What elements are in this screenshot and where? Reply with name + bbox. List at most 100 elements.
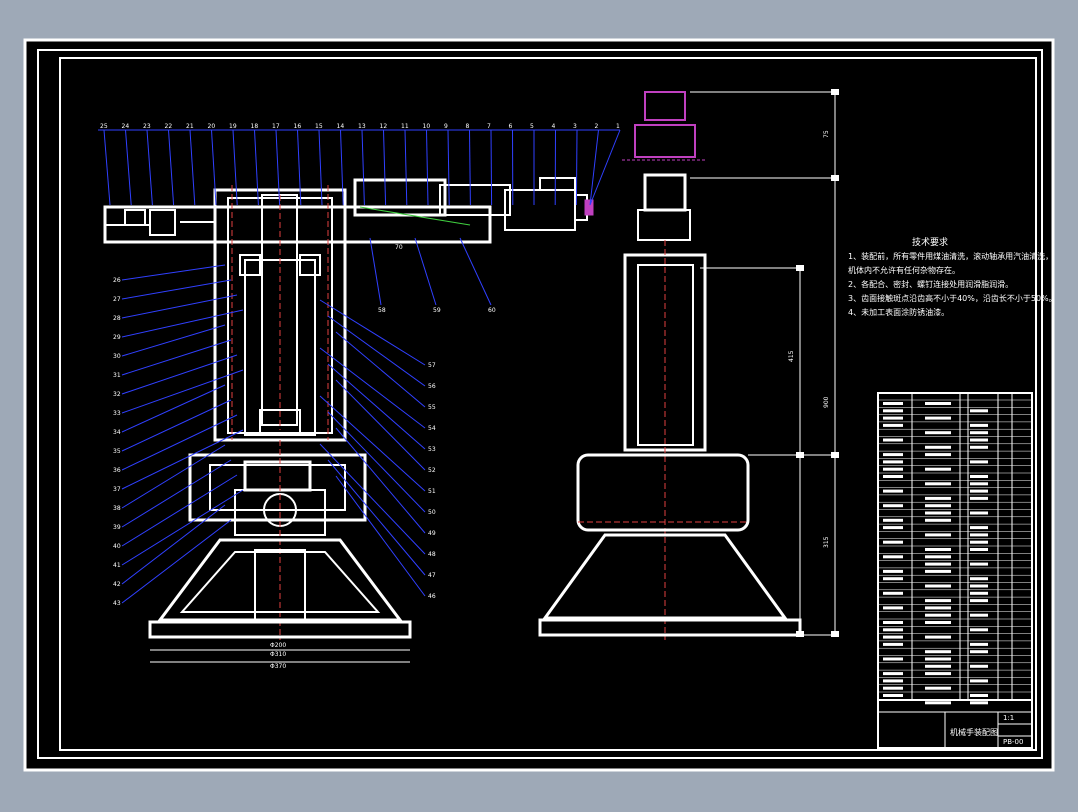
table-cell-text (925, 701, 951, 704)
callout-right-53: 53 (428, 446, 436, 453)
callout-right-52: 52 (428, 467, 436, 474)
table-cell-text (970, 599, 988, 602)
table-cell-text (970, 533, 988, 536)
table-cell-text (925, 570, 951, 573)
table-cell-text (970, 512, 988, 515)
table-cell-text (970, 439, 988, 442)
table-cell-text (883, 687, 903, 690)
table-cell-text (925, 533, 951, 536)
table-cell-text (925, 431, 951, 434)
table-cell-text (970, 628, 988, 631)
table-cell-text (883, 628, 903, 631)
table-cell-text (883, 679, 903, 682)
table-cell-text (970, 701, 988, 704)
callout-right-57: 57 (428, 362, 436, 369)
callout-right-54: 54 (428, 425, 436, 432)
table-cell-text (970, 577, 988, 580)
callout-left-34: 34 (113, 429, 121, 436)
table-cell-text (970, 482, 988, 485)
callout-left-43: 43 (113, 600, 121, 607)
table-cell-text (970, 563, 988, 566)
callout-top-18: 18 (251, 123, 259, 130)
table-cell-text (925, 621, 951, 624)
callout-right-50: 50 (428, 509, 436, 516)
table-cell-text (925, 512, 951, 515)
table-cell-text (970, 548, 988, 551)
table-cell-text (883, 453, 903, 456)
callout-top-14: 14 (337, 123, 345, 130)
dim-base-outer: Φ370 (270, 663, 286, 670)
table-cell-text (925, 402, 951, 405)
table-cell-text (925, 446, 951, 449)
callout-left-41: 41 (113, 562, 121, 569)
table-cell-text (883, 468, 903, 471)
callout-right-46: 46 (428, 593, 436, 600)
table-cell-text (883, 402, 903, 405)
callout-top-1: 1 (616, 123, 620, 130)
table-cell-text (883, 504, 903, 507)
gripper-tip (585, 200, 593, 215)
callout-top-7: 7 (487, 123, 491, 130)
table-cell-text (925, 614, 951, 617)
callout-left-26: 26 (113, 277, 121, 284)
table-cell-text (970, 665, 988, 668)
tech-req-line-5: 4、未加工表面涂防锈油漆。 (848, 306, 1057, 320)
table-cell-text (883, 694, 903, 697)
table-cell-text (970, 431, 988, 434)
table-cell-text (970, 526, 988, 529)
table-cell-text (883, 409, 903, 412)
callout-right-51: 51 (428, 488, 436, 495)
table-cell-text (925, 636, 951, 639)
callout-arm-60: 60 (488, 307, 496, 314)
table-cell-text (925, 453, 951, 456)
callout-top-13: 13 (358, 123, 366, 130)
callout-top-12: 12 (380, 123, 388, 130)
callout-top-2: 2 (595, 123, 599, 130)
dim-side-top: 75 (823, 130, 830, 138)
table-cell-text (925, 555, 951, 558)
callout-top-10: 10 (423, 123, 431, 130)
callout-left-30: 30 (113, 353, 121, 360)
table-cell-text (970, 679, 988, 682)
table-cell-text (925, 468, 951, 471)
callout-left-40: 40 (113, 543, 121, 550)
table-cell-text (883, 424, 903, 427)
callout-right-55: 55 (428, 404, 436, 411)
tech-req-block: 1、装配前，所有零件用煤油清洗，滚动轴承用汽油清洗， 机体内不允许有任何杂物存在… (848, 250, 1057, 320)
callout-right-48: 48 (428, 551, 436, 558)
table-cell-text (925, 482, 951, 485)
dim-base-inner: Φ200 (270, 642, 286, 649)
table-cell-text (883, 439, 903, 442)
callout-top-25: 25 (100, 123, 108, 130)
table-cell-text (883, 519, 903, 522)
table-cell-text (925, 563, 951, 566)
table-cell-text (970, 490, 988, 493)
callout-top-6: 6 (509, 123, 513, 130)
callout-top-19: 19 (229, 123, 237, 130)
callout-right-47: 47 (428, 572, 436, 579)
dim-side-lower: 315 (823, 536, 830, 548)
table-cell-text (883, 643, 903, 646)
callout-top-22: 22 (165, 123, 173, 130)
callout-left-28: 28 (113, 315, 121, 322)
callout-top-5: 5 (530, 123, 534, 130)
callout-top-17: 17 (272, 123, 280, 130)
table-cell-text (883, 526, 903, 529)
callout-left-27: 27 (113, 296, 121, 303)
table-cell-text (970, 541, 988, 544)
callout-top-21: 21 (186, 123, 194, 130)
callout-left-42: 42 (113, 581, 121, 588)
dim-side-mid: 415 (788, 350, 795, 362)
callout-left-32: 32 (113, 391, 121, 398)
table-cell-text (970, 409, 988, 412)
leader-top-3 (576, 130, 577, 205)
table-cell-text (925, 658, 951, 661)
table-cell-text (883, 577, 903, 580)
tech-req-line-4: 3、齿面接触斑点沿齿高不小于40%，沿齿长不小于50%。 (848, 292, 1057, 306)
table-cell-text (925, 650, 951, 653)
table-cell-text (970, 694, 988, 697)
leader-top-7 (491, 130, 492, 205)
table-cell-text (883, 658, 903, 661)
